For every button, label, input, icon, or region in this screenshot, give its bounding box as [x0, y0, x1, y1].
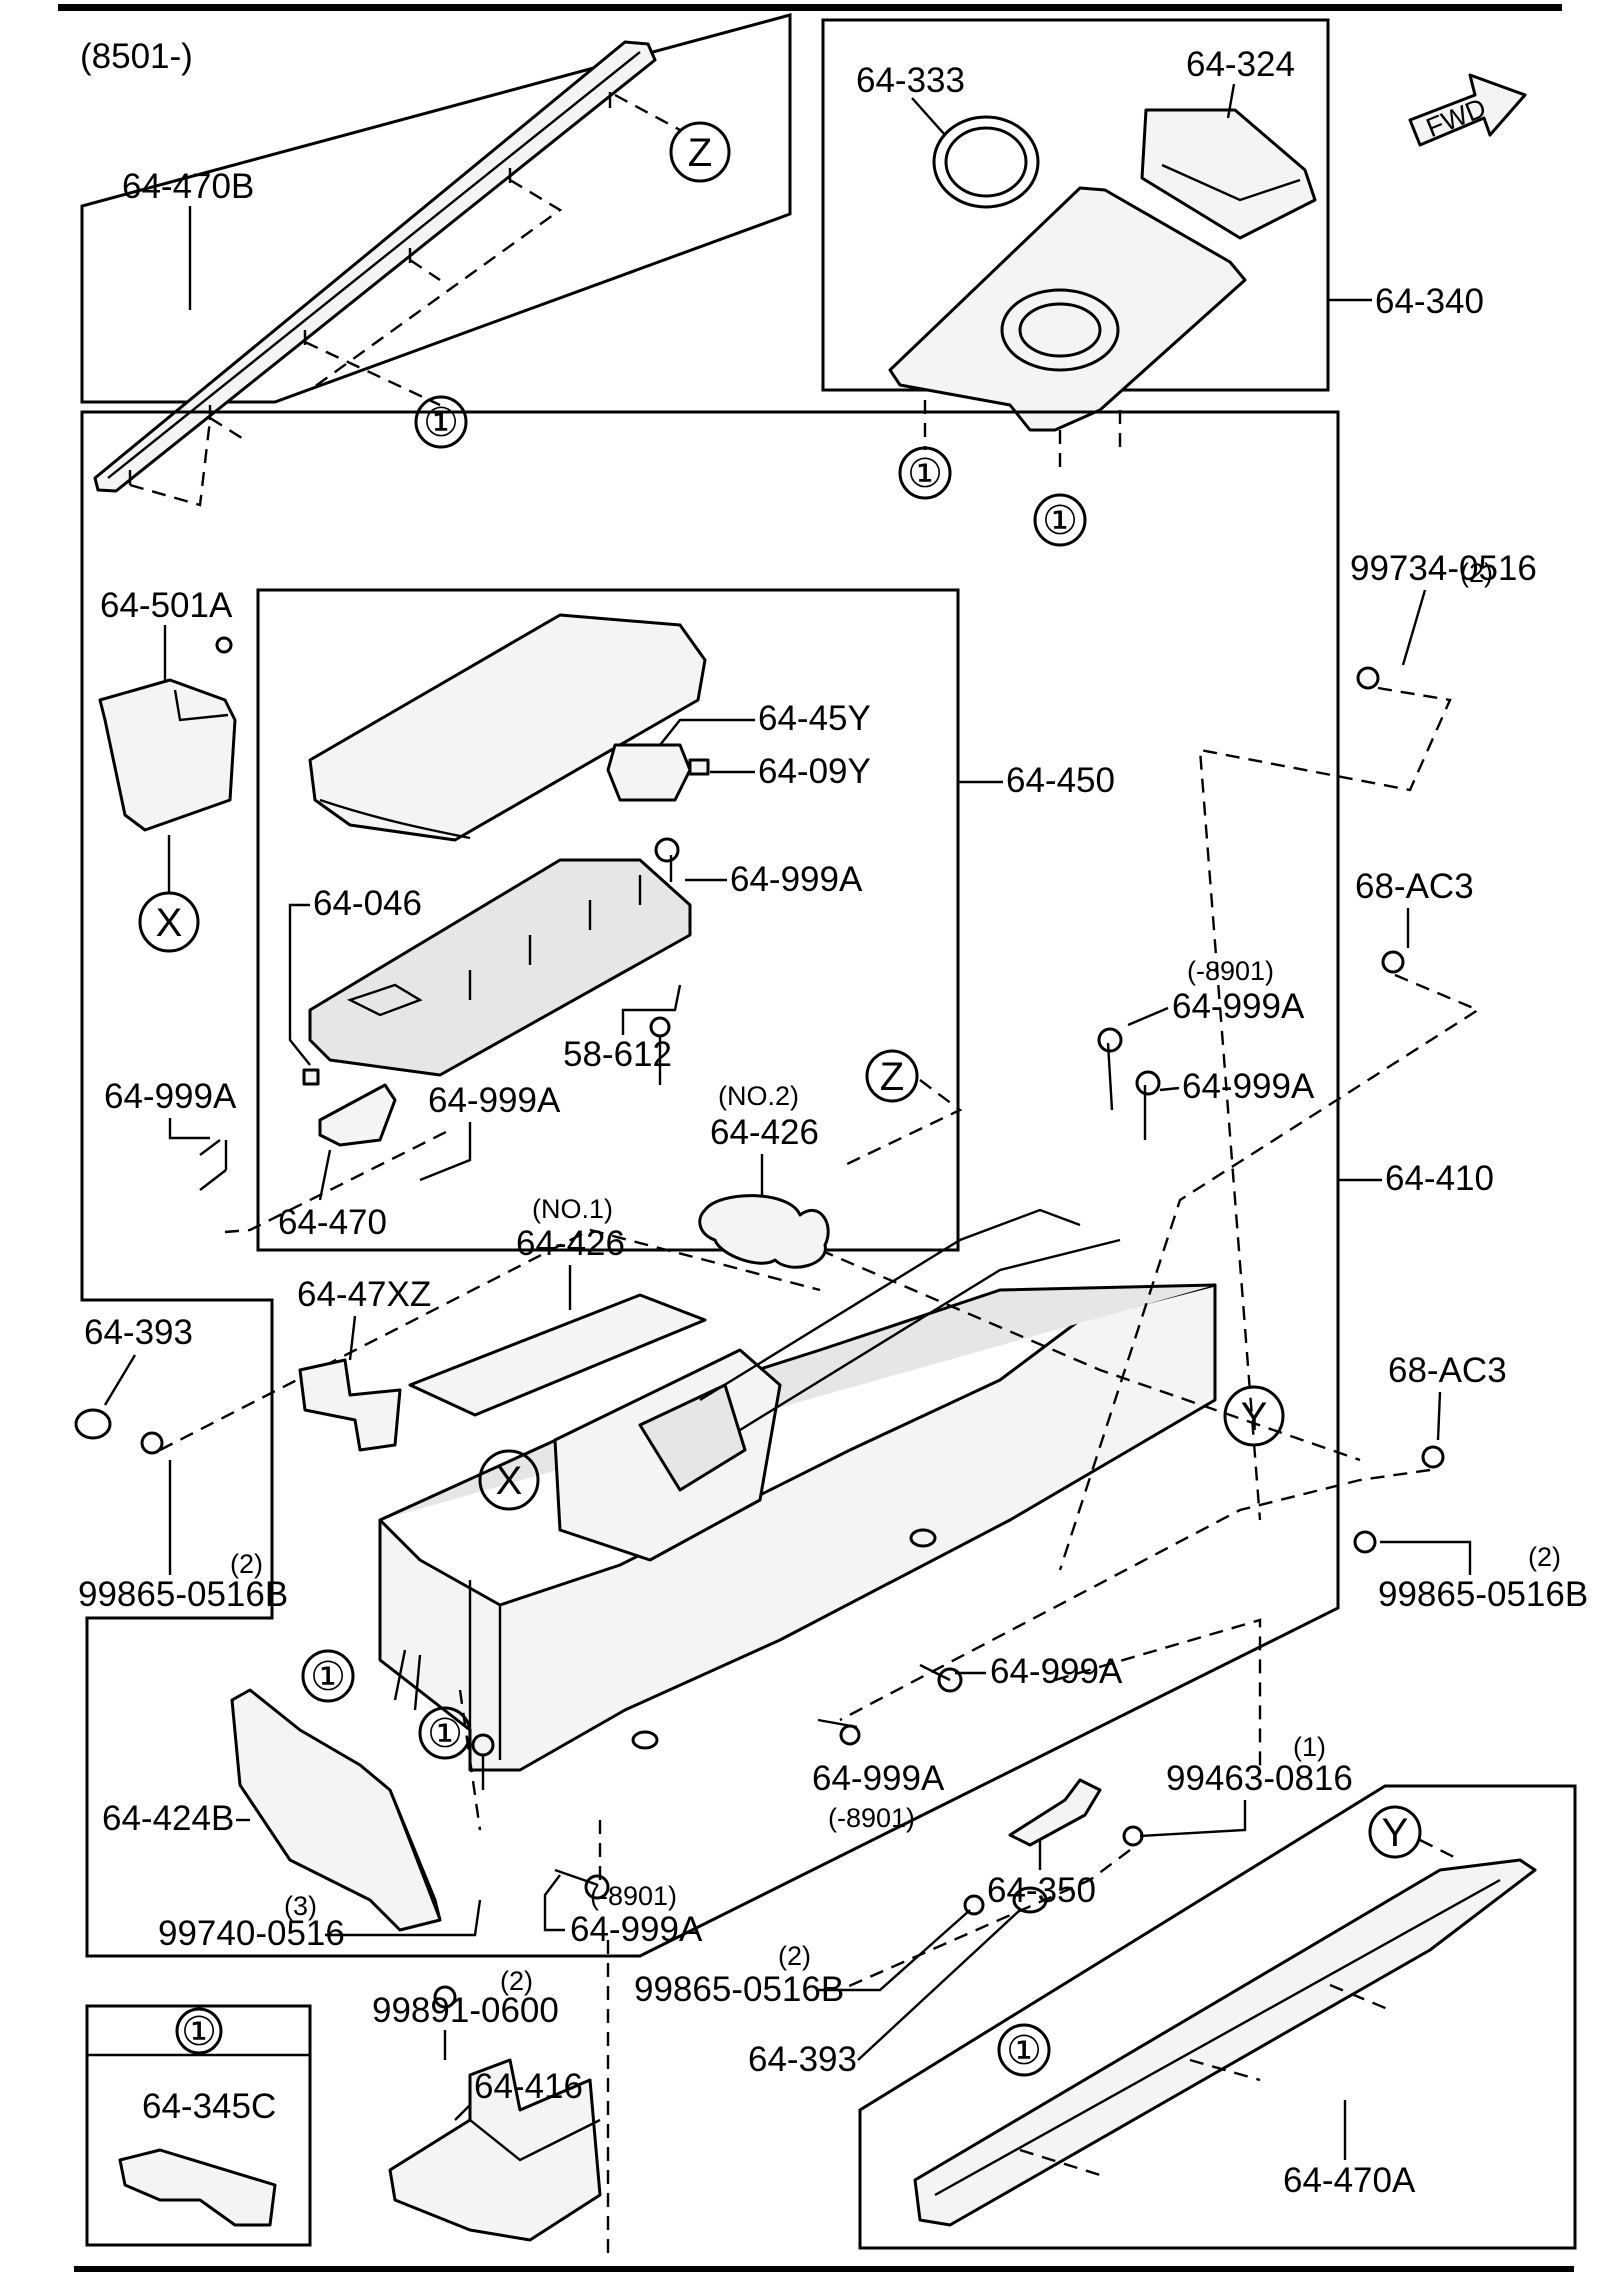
label-99463-0816: 99463-0816 [1166, 1759, 1353, 1798]
label-64-45Y: 64-45Y [758, 699, 871, 738]
label-64-470A: 64-470A [1283, 2161, 1416, 2200]
ref-circle-y-lower: Y [1382, 1811, 1409, 1855]
label-99865-0516B-a: 99865-0516B [78, 1575, 288, 1614]
ref-circle-x-mid: X [496, 1459, 523, 1503]
label-8901-a: (-8901) [1187, 956, 1274, 986]
part-64-416 [388, 1985, 602, 2242]
label-99740-0516: 99740-0516 [158, 1914, 345, 1953]
fwd-label: FWD [1422, 92, 1490, 143]
label-8901-b: (-8901) [828, 1803, 915, 1833]
ref-circle-x-left: X [156, 901, 183, 945]
label-64-324: 64-324 [1186, 45, 1295, 84]
label-99740-qty: (3) [284, 1891, 317, 1921]
ref-circle-z-top: Z [688, 131, 712, 175]
label-8901-c: (-8901) [590, 1881, 677, 1911]
label-99891-qty: (2) [500, 1966, 533, 1996]
label-64-410: 64-410 [1385, 1159, 1494, 1198]
label-64-47XZ: 64-47XZ [297, 1275, 431, 1314]
label-no2: (NO.2) [718, 1081, 799, 1111]
model-range-label: (8501-) [80, 37, 193, 76]
ref-circle-1-top-left: ① [423, 401, 459, 445]
label-64-999A-h: 64-999A [570, 1910, 703, 1949]
ref-circle-1-top-right-a: ① [907, 452, 943, 496]
ref-circle-y-mid: Y [1241, 1395, 1268, 1439]
label-64-09Y: 64-09Y [758, 752, 871, 791]
label-68-AC3-a: 68-AC3 [1355, 867, 1474, 906]
part-64-501a [98, 678, 237, 832]
label-64-501A: 64-501A [100, 586, 233, 625]
ref-circle-1-lower-right: ① [1006, 2029, 1042, 2073]
ref-circle-1-lower-a: ① [310, 1655, 346, 1699]
label-99865-qty-a: (2) [230, 1549, 263, 1579]
legend-64-345c [85, 2004, 312, 2247]
label-64-046: 64-046 [313, 884, 422, 923]
label-64-999A-e: 64-999A [1182, 1067, 1315, 1106]
label-64-393-a: 64-393 [84, 1313, 193, 1352]
label-64-999A-g: 64-999A [812, 1759, 945, 1798]
label-99865-qty-b: (2) [1528, 1542, 1561, 1572]
ref-circle-1-lower-b: ① [427, 1712, 463, 1756]
label-64-470B: 64-470B [122, 167, 254, 206]
panel-64-470a [858, 1784, 1577, 2250]
fwd-arrow-icon: FWD [1408, 73, 1527, 147]
label-99865-0516B-b: 99865-0516B [1378, 1575, 1588, 1614]
label-64-350: 64-350 [987, 1871, 1096, 1910]
label-64-999A-c: 64-999A [104, 1077, 237, 1116]
part-64-424b [230, 1688, 442, 1932]
label-64-393-b: 64-393 [748, 2040, 857, 2079]
ref-circle-1-top-right-b: ① [1042, 499, 1078, 543]
panel-64-410 [80, 410, 1340, 1958]
ref-circle-z-mid: Z [880, 1055, 904, 1099]
label-64-426-b: 64-426 [516, 1224, 625, 1263]
ref-circle-1-legend: ① [181, 2010, 217, 2054]
label-64-470: 64-470 [278, 1203, 387, 1242]
label-99463-qty: (1) [1293, 1732, 1326, 1762]
label-64-450: 64-450 [1006, 761, 1115, 800]
label-99891-0600: 99891-0600 [372, 1991, 559, 2030]
label-99865-qty-c: (2) [778, 1941, 811, 1971]
label-64-333: 64-333 [856, 61, 965, 100]
label-64-999A-b: 64-999A [1172, 987, 1305, 1026]
label-99734-qty: (2) [1460, 558, 1493, 588]
label-64-999A-f: 64-999A [990, 1652, 1123, 1691]
fasteners [74, 636, 1445, 1916]
label-64-345C: 64-345C [142, 2087, 276, 2126]
panel-64-470b [80, 13, 792, 507]
label-68-AC3-b: 68-AC3 [1388, 1351, 1507, 1390]
label-99734-0516: 99734-0516 [1350, 549, 1537, 588]
label-64-424B: 64-424B [102, 1799, 234, 1838]
top-rule [58, 4, 1562, 11]
part-console-body [378, 1208, 1217, 1772]
label-64-416: 64-416 [474, 2067, 583, 2106]
panel-64-340 [821, 18, 1330, 470]
label-99865-0516B-c: 99865-0516B [634, 1970, 844, 2009]
label-no1: (NO.1) [532, 1194, 613, 1224]
label-64-340: 64-340 [1375, 282, 1484, 321]
label-64-999A-d: 64-999A [428, 1081, 561, 1120]
label-64-426-a: 64-426 [710, 1113, 819, 1152]
label-58-612: 58-612 [563, 1035, 672, 1074]
bottom-rule [74, 2266, 1574, 2272]
panel-64-450 [199, 588, 960, 1252]
label-64-999A-a: 64-999A [730, 860, 863, 899]
